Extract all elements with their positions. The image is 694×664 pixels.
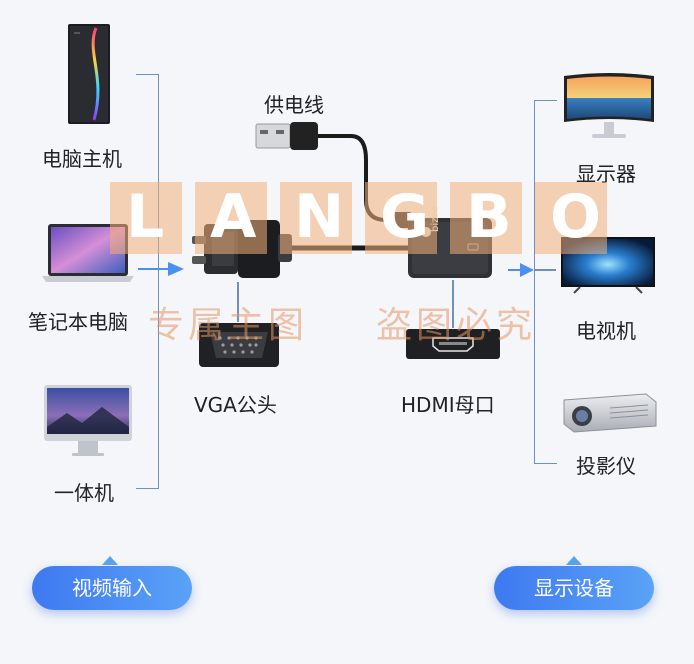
tv-icon xyxy=(560,236,656,294)
all-in-one-pc-icon xyxy=(42,383,134,459)
watermark-letter-box xyxy=(110,182,182,254)
right-bracket-tick xyxy=(534,269,556,271)
right-bracket xyxy=(534,100,557,464)
arrow-right-icon xyxy=(138,261,184,280)
hdmi-label: HDMI母口 xyxy=(401,393,495,417)
watermark-text: 专属主图 xyxy=(148,305,309,346)
watermark-letter: O xyxy=(550,182,604,252)
watermark-letter: N xyxy=(294,182,347,252)
vga-pointer-line xyxy=(237,282,239,322)
watermark-letter: L xyxy=(126,182,167,252)
left-item-label-desktop: 电脑主机 xyxy=(42,147,122,171)
desktop-tower-icon xyxy=(66,22,112,126)
watermark-letter-box xyxy=(195,182,267,254)
hdmi-port-icon xyxy=(405,328,501,360)
left-pill-pointer xyxy=(102,556,118,565)
projector-icon xyxy=(560,388,660,436)
watermark-letter: G xyxy=(380,182,432,252)
hdmi-pointer-line xyxy=(452,280,454,328)
watermark-letter: B xyxy=(466,182,514,252)
power-cable-label: 供电线 xyxy=(264,93,324,117)
arrow-right-icon xyxy=(508,262,534,281)
left-bracket xyxy=(136,74,159,489)
watermark-letter: A xyxy=(210,182,259,252)
watermark-text: 盗图必究 xyxy=(376,305,537,346)
vga-label: VGA公头 xyxy=(194,393,277,417)
left-item-label-laptop: 笔记本电脑 xyxy=(28,310,128,334)
watermark-letter-box xyxy=(280,182,352,254)
watermark-letter-box xyxy=(365,182,437,254)
right-item-label-projector: 投影仪 xyxy=(576,454,636,478)
left-item-label-aio: 一体机 xyxy=(54,481,114,505)
watermark-letter-box xyxy=(450,182,522,254)
display-device-pill: 显示设备 xyxy=(494,566,654,610)
watermark-letter-box xyxy=(535,182,607,254)
right-pill-pointer xyxy=(566,556,582,565)
video-input-pill: 视频输入 xyxy=(32,566,192,610)
vga-port-icon xyxy=(198,322,280,368)
right-item-label-tv: 电视机 xyxy=(576,319,636,343)
monitor-icon xyxy=(562,72,656,142)
